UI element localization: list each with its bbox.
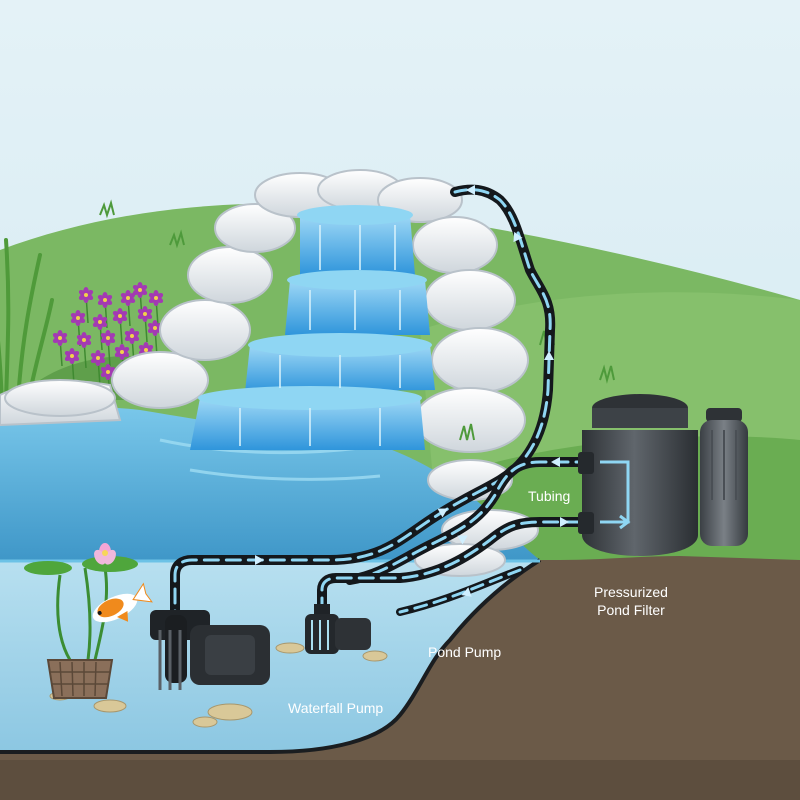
flower-icon	[132, 282, 148, 298]
pond-pump	[305, 604, 371, 654]
water-lily-icon	[94, 543, 116, 565]
flower-icon	[148, 290, 164, 306]
tubing-network	[170, 184, 595, 630]
arrow-icon	[513, 231, 523, 243]
flower-icon	[52, 330, 68, 346]
pressurized-filter	[578, 394, 748, 556]
flower-icon	[97, 292, 113, 308]
arrow-icon	[457, 535, 468, 545]
flow-arrows	[255, 185, 569, 597]
tubing-label: Tubing	[528, 488, 571, 504]
arrow-icon	[551, 457, 560, 467]
arrow-icon	[437, 508, 448, 518]
tube-c-flow	[320, 520, 592, 614]
flower-icon	[114, 344, 130, 360]
flower-icon	[90, 350, 106, 366]
pond-liner	[0, 558, 542, 754]
soil-bottom	[0, 760, 800, 800]
pond-pump-label: Pond Pump	[428, 644, 502, 660]
arrow-icon	[255, 555, 264, 565]
flower-icon	[120, 290, 136, 306]
arrow-icon	[560, 517, 569, 527]
pressurized-filter-label: Pressurized Pond Filter	[594, 583, 668, 619]
koi-fish-icon	[92, 582, 153, 623]
pressurized-filter-label-line1: Pressurized	[594, 584, 668, 600]
waterfall-pump-label: Waterfall Pump	[288, 700, 384, 716]
waterfall	[190, 205, 435, 450]
flower-icon	[76, 332, 92, 348]
flower-icon	[124, 328, 140, 344]
pressurized-filter-label-line2: Pond Filter	[597, 602, 665, 618]
tube-b-flow	[348, 460, 592, 582]
tube-a-flow	[173, 188, 552, 627]
flower-icon	[70, 310, 86, 326]
flower-icon	[92, 314, 108, 330]
lily-pad	[24, 561, 72, 575]
flower-icon	[137, 306, 153, 322]
flower-icon	[112, 308, 128, 324]
waterfall-pump	[150, 610, 270, 690]
water-lily-planter	[24, 543, 138, 699]
flower-icon	[100, 330, 116, 346]
flower-icon	[64, 348, 80, 364]
arrow-icon	[461, 587, 472, 597]
flower-icon	[78, 287, 94, 303]
tube-d-flow	[398, 568, 522, 614]
arrow-icon	[466, 185, 475, 195]
arrow-icon	[544, 351, 554, 360]
pond-surface	[0, 407, 540, 560]
pond-ripples	[159, 438, 381, 481]
